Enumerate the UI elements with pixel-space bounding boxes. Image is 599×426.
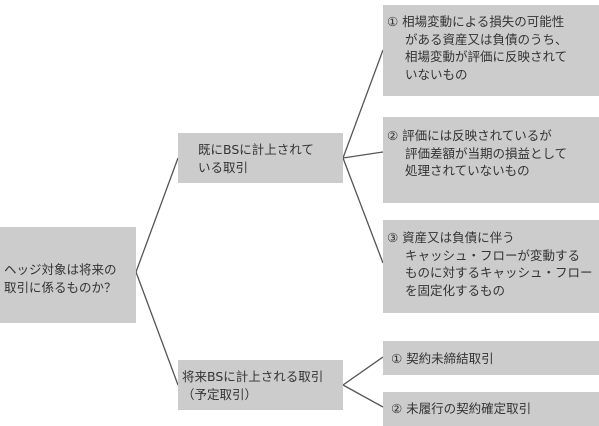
connector-future-to-item2 <box>342 384 384 408</box>
existing-item-2-line-1: ② 評価には反映されているが <box>387 128 552 143</box>
future-bs-line-1: 将来BSに計上される取引 <box>182 369 324 384</box>
future-item-1-box: ① 契約未締結取引 <box>383 341 599 375</box>
existing-item-3-box: ③ 資産又は負債に伴う キャッシュ・フローが変動する ものに対するキャッシュ・フ… <box>383 220 599 313</box>
connector-existing-to-item2 <box>342 151 384 159</box>
future-item-2-line-1: ② 未履行の契約確定取引 <box>391 401 532 416</box>
connector-root-to-existing <box>135 157 179 273</box>
future-bs-line-2: （予定取引） <box>182 386 258 402</box>
existing-item-1-line-4: いないもの <box>405 66 468 82</box>
existing-item-3-line-2: キャッシュ・フローが変動する <box>405 247 581 263</box>
existing-item-2-box: ② 評価には反映されているが 評価差額が当期の損益として 処理されていないもの <box>383 117 599 203</box>
future-item-2-box: ② 未履行の契約確定取引 <box>383 392 599 426</box>
connector-existing-to-item1 <box>342 49 384 159</box>
future-item-1-line-1: ① 契約未締結取引 <box>391 351 494 366</box>
future-bs-transaction-box: 将来BSに計上される取引 （予定取引） <box>178 360 343 410</box>
existing-item-1-line-2: がある資産又は負債のうち、 <box>405 31 568 47</box>
existing-bs-transaction-box: 既にBSに計上されて いる取引 <box>178 133 343 183</box>
connector-root-to-future <box>135 271 179 386</box>
connector-future-to-item1 <box>342 356 384 386</box>
root-question-line-1: ヘッジ対象は将来の <box>4 262 117 277</box>
existing-bs-line-2: いる取引 <box>198 159 249 175</box>
existing-item-3-line-1: ③ 資産又は負債に伴う <box>387 230 515 245</box>
existing-item-1-line-3: 相場変動が評価に反映されて <box>405 49 568 64</box>
existing-item-1-line-1: ① 相場変動による損失の可能性 <box>387 14 565 29</box>
root-question-line-2: 取引に係るものか？ <box>4 279 117 295</box>
root-question-box: ヘッジ対象は将来の 取引に係るものか？ <box>0 227 136 323</box>
existing-item-2-line-2: 評価差額が当期の損益として <box>405 145 568 161</box>
connector-existing-to-item3 <box>342 157 384 264</box>
existing-item-1-box: ① 相場変動による損失の可能性 がある資産又は負債のうち、 相場変動が評価に反映… <box>383 5 599 96</box>
existing-bs-line-1: 既にBSに計上されて <box>198 142 314 157</box>
existing-item-3-line-4: を固定化するもの <box>405 282 506 298</box>
existing-item-3-line-3: ものに対するキャッシュ・フロー <box>405 265 593 280</box>
existing-item-2-line-3: 処理されていないもの <box>405 163 530 178</box>
